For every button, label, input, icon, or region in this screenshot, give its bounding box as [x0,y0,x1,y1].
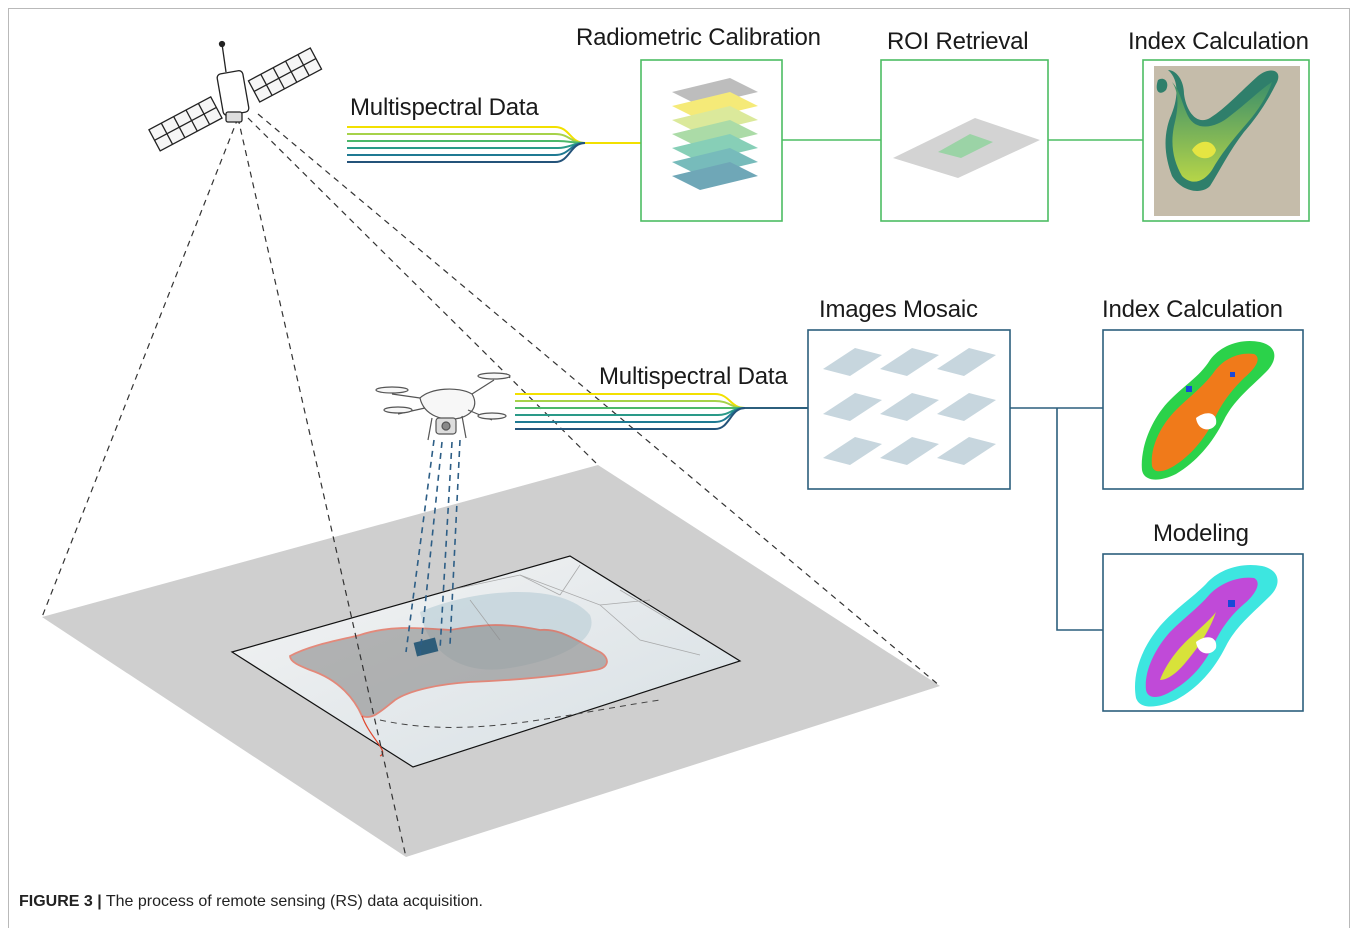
roi-plane [893,118,1040,178]
drone-icon [375,372,511,441]
drone-multispectral-label: Multispectral Data [599,363,788,390]
satellite-multispectral-bands [347,126,641,163]
modeling-map [1135,564,1278,707]
satellite-multispectral-label: Multispectral Data [350,94,539,121]
index-map-drone [1141,340,1275,480]
images-mosaic-label: Images Mosaic [819,296,978,323]
drone-connectors [1010,407,1103,631]
drone-field-of-view [405,439,461,656]
roi-retrieval-label: ROI Retrieval [887,28,1029,55]
ground-map [230,555,742,768]
index-calculation-drone-label: Index Calculation [1102,296,1283,323]
radiometric-calibration-label: Radiometric Calibration [576,24,821,51]
satellite-icon [148,40,323,152]
modeling-label: Modeling [1153,520,1249,547]
caption-prefix: FIGURE 3 | [19,893,102,910]
calibration-layer-stack [672,78,758,190]
figure-caption: FIGURE 3 | The process of remote sensing… [19,893,483,911]
figure-frame [8,8,1350,928]
island-outline [289,624,608,718]
index-calculation-satellite-label: Index Calculation [1128,28,1309,55]
drone-multispectral-bands [515,393,808,430]
mosaic-tiles [823,348,996,465]
index-map-satellite [1154,66,1300,216]
caption-text: The process of remote sensing (RS) data … [105,893,483,910]
